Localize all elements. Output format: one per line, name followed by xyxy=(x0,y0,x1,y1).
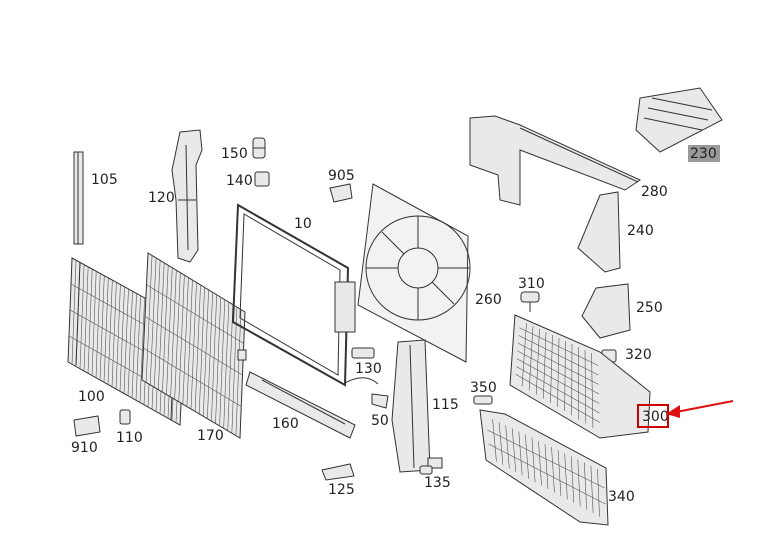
highlight-box-300 xyxy=(637,404,669,428)
part-240-deflector xyxy=(577,191,621,273)
label-910: 910 xyxy=(71,440,98,456)
label-320: 320 xyxy=(625,347,652,363)
pointer-arrow xyxy=(666,400,734,418)
label-115: 115 xyxy=(432,397,459,413)
part-170-cooler xyxy=(141,252,246,439)
part-910-clip xyxy=(73,415,101,437)
label-280: 280 xyxy=(641,184,668,200)
part-280-cross-member xyxy=(469,115,642,206)
label-230-background xyxy=(688,145,720,162)
label-230: 230 xyxy=(690,146,717,162)
part-350-fastener xyxy=(473,395,493,405)
part-230-module xyxy=(635,87,723,153)
part-340-air-duct xyxy=(479,409,609,526)
label-110: 110 xyxy=(116,430,143,446)
label-340: 340 xyxy=(608,489,635,505)
label-905: 905 xyxy=(328,168,355,184)
part-115-support xyxy=(391,339,443,473)
part-140-clip xyxy=(254,171,270,187)
part-905-pad xyxy=(329,183,353,203)
label-50: 50 xyxy=(371,413,389,429)
part-125-bracket xyxy=(321,463,355,481)
label-10: 10 xyxy=(294,216,312,232)
label-105: 105 xyxy=(91,172,118,188)
label-310: 310 xyxy=(518,276,545,292)
part-135-clip xyxy=(419,465,433,475)
part-160-strip xyxy=(245,371,356,439)
part-310-fastener xyxy=(520,291,540,312)
label-150: 150 xyxy=(221,146,248,162)
label-125: 125 xyxy=(328,482,355,498)
label-140: 140 xyxy=(226,173,253,189)
part-130-bolt xyxy=(351,347,375,359)
label-160: 160 xyxy=(272,416,299,432)
label-250: 250 xyxy=(636,300,663,316)
label-170: 170 xyxy=(197,428,224,444)
label-135: 135 xyxy=(424,475,451,491)
label-300: 300 xyxy=(642,409,669,425)
part-105-rod xyxy=(73,151,84,245)
part-300-grille xyxy=(509,314,651,439)
label-100: 100 xyxy=(78,389,105,405)
label-130: 130 xyxy=(355,361,382,377)
part-250-deflector xyxy=(581,283,631,339)
label-240: 240 xyxy=(627,223,654,239)
label-350: 350 xyxy=(470,380,497,396)
part-50-clip xyxy=(344,377,389,409)
part-150-clip xyxy=(252,137,266,159)
part-10-radiator xyxy=(231,203,356,387)
label-260: 260 xyxy=(475,292,502,308)
part-120-bracket xyxy=(171,129,203,263)
label-120: 120 xyxy=(148,190,175,206)
part-110-sensor xyxy=(119,409,131,425)
part-260-fan-shroud xyxy=(357,183,471,363)
